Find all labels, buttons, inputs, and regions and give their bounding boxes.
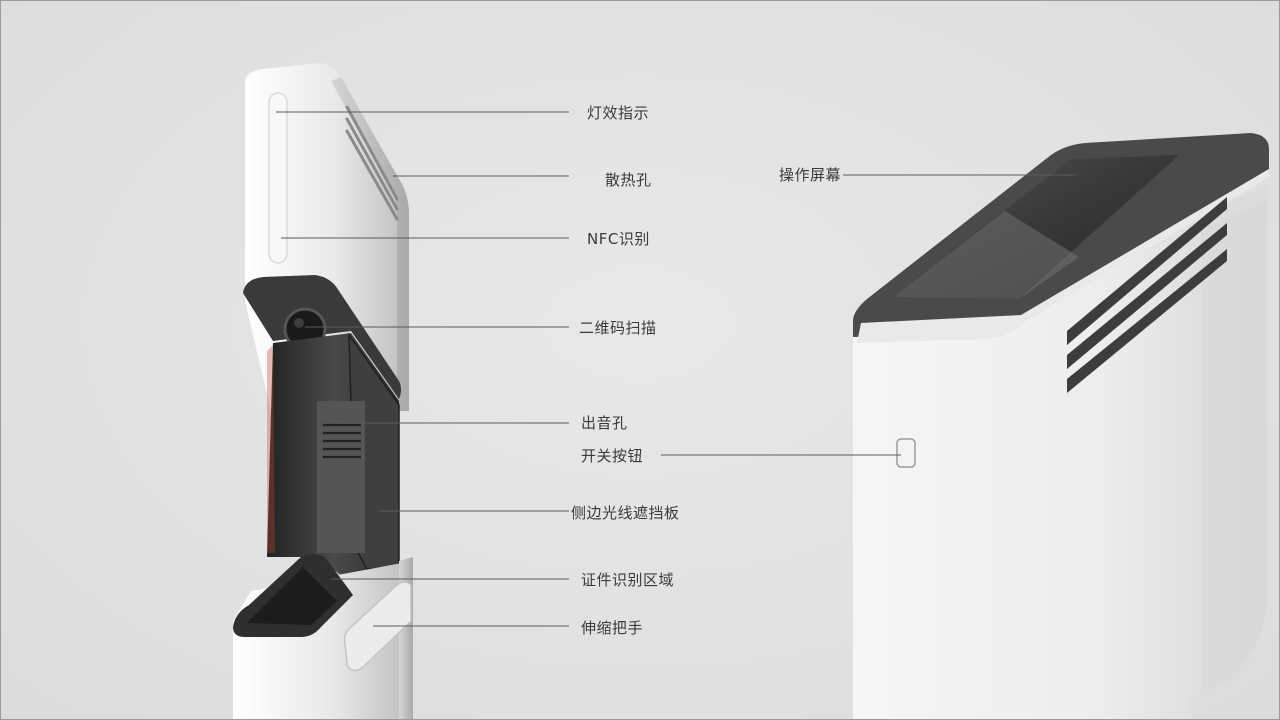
label-speaker-hole: 出音孔	[581, 414, 628, 432]
kiosk-side-view	[233, 63, 413, 719]
label-nfc: NFC识别	[587, 230, 650, 248]
operation-screen	[893, 155, 1179, 299]
label-id-area: 证件识别区域	[581, 571, 675, 589]
callout-lines	[276, 111, 1075, 627]
vent-slots	[345, 105, 399, 221]
power-button-shape	[896, 438, 916, 468]
label-screen: 操作屏幕	[779, 166, 842, 184]
label-light-indicator: 灯效指示	[587, 104, 650, 122]
label-vent-holes: 散热孔	[605, 171, 652, 189]
label-handle: 伸缩把手	[581, 619, 644, 637]
speaker-slits	[323, 423, 361, 459]
light-indicator-strip	[268, 92, 288, 264]
kiosk-front-view	[853, 133, 1269, 719]
label-qr-scan: 二维码扫描	[579, 319, 657, 337]
kiosk-side-bevel	[331, 77, 409, 411]
qr-head-lip	[243, 275, 401, 399]
label-power-button: 开关按钮	[581, 447, 644, 465]
front-vent-slots	[1067, 197, 1227, 393]
label-side-shield: 侧边光线遮挡板	[571, 504, 680, 522]
cavity-inner-plate	[317, 401, 365, 553]
